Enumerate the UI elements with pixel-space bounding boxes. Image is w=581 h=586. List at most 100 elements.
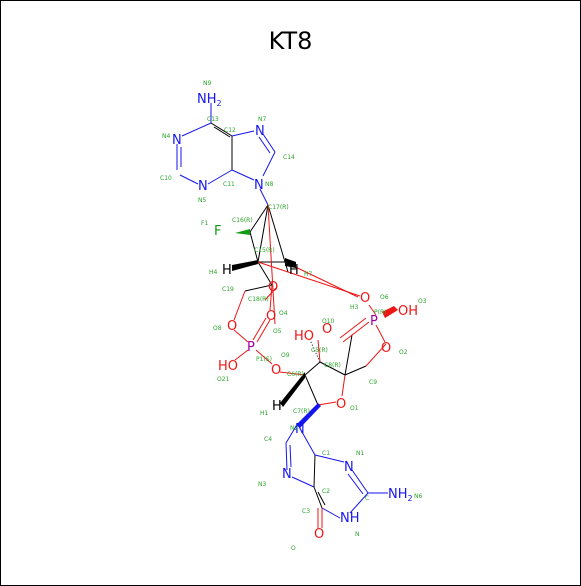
bond	[304, 361, 321, 376]
atom-label: O21	[217, 376, 230, 383]
atom-h: H	[222, 263, 232, 278]
bond	[267, 204, 289, 273]
bond	[231, 169, 255, 181]
atom-label: N8	[265, 181, 273, 188]
atom-label: C8(R)	[324, 362, 341, 369]
bond	[256, 319, 271, 343]
bond	[301, 431, 316, 456]
atom-label: C4	[264, 436, 272, 443]
bond	[368, 304, 377, 316]
atom-label: C16(R)	[232, 217, 253, 224]
bond	[258, 136, 271, 154]
atom-nh2-top: NH2	[197, 92, 222, 108]
atom-o: O	[271, 363, 281, 378]
atom-label: C11	[223, 181, 235, 188]
atom-label: C7(R)	[293, 408, 310, 415]
bond	[264, 287, 277, 301]
atom-h: H	[272, 399, 282, 414]
bond	[267, 204, 276, 325]
atom-label: O2	[399, 349, 408, 356]
wedge-bond	[382, 306, 398, 318]
bond	[257, 261, 273, 286]
atom-ho: HO	[294, 329, 314, 344]
atom-h: H	[289, 263, 299, 278]
atom-label: O5	[273, 328, 282, 335]
bond	[249, 204, 269, 233]
bond	[351, 469, 369, 494]
atom-o: O	[266, 309, 276, 324]
atom-n: N	[198, 179, 208, 194]
bond	[213, 126, 231, 138]
atom-label: C9	[369, 379, 377, 386]
atom-label: H1	[260, 410, 269, 417]
atom-oh: OH	[398, 304, 418, 319]
hash-bond	[309, 339, 321, 363]
bond	[262, 151, 276, 177]
bond	[234, 349, 249, 361]
bond	[304, 374, 319, 406]
atom-label: N2	[290, 425, 298, 432]
bond	[252, 317, 267, 341]
bond	[342, 321, 370, 343]
atom-p: P	[370, 314, 378, 329]
bond	[321, 507, 341, 519]
bond	[179, 174, 199, 185]
atom-label: H3	[350, 304, 359, 311]
bond	[375, 324, 386, 343]
bond	[344, 334, 353, 376]
bond	[207, 169, 233, 185]
bond	[313, 486, 323, 509]
bond	[249, 231, 259, 263]
bond	[181, 122, 212, 137]
atom-label: C3	[302, 508, 310, 515]
atom-label: N4	[162, 133, 170, 140]
atom-label: N	[355, 531, 360, 538]
atom-label: N5	[198, 197, 206, 204]
atom-label: C14	[283, 154, 295, 161]
bond	[347, 473, 364, 495]
atom-label: N6	[414, 493, 422, 500]
bond	[341, 374, 346, 397]
wedge-bond	[285, 258, 296, 268]
atom-label: O9	[281, 352, 290, 359]
bond	[233, 329, 249, 343]
atom-label: H7	[304, 271, 313, 278]
wedge-bond	[296, 403, 321, 428]
bond	[317, 339, 321, 363]
atom-ho: HO	[218, 359, 238, 374]
bond	[257, 204, 269, 263]
bond	[244, 284, 273, 292]
atom-label: O1	[350, 405, 359, 412]
bonds	[176, 103, 388, 528]
atom-label: C15(R)	[254, 247, 275, 254]
atom-label: O8	[213, 325, 222, 332]
bond	[291, 476, 315, 488]
bond	[279, 371, 306, 376]
bond	[262, 133, 276, 153]
atom-n: N	[282, 467, 292, 482]
atom-labels: N9 N4 C13 C12 N7 C14 C10 N5 C11 N8 C17(R…	[160, 80, 427, 552]
bond	[257, 261, 361, 297]
bond	[314, 454, 345, 463]
atom-n: N	[344, 460, 354, 475]
wedge-bond	[280, 372, 305, 407]
bond	[313, 454, 316, 488]
atom-label: P1(S)	[256, 356, 272, 363]
atom-o: O	[268, 280, 278, 295]
atom-label: C18(R)	[248, 296, 269, 303]
atom-o: O	[381, 341, 391, 356]
atom-label: O	[291, 545, 296, 552]
atom-label: C17(R)	[268, 204, 289, 211]
bond	[289, 444, 292, 468]
atom-label: C19	[222, 286, 234, 293]
bond	[259, 188, 269, 206]
atom-label: C10	[160, 175, 172, 182]
atom-label: N7	[258, 116, 266, 123]
atom-label: C6(R)	[287, 371, 304, 378]
atom-label: N1	[356, 450, 364, 457]
bond	[210, 122, 233, 137]
atom-o: O	[227, 319, 237, 334]
molecule-title: KT8	[268, 27, 313, 55]
stereo-bonds	[232, 229, 398, 428]
